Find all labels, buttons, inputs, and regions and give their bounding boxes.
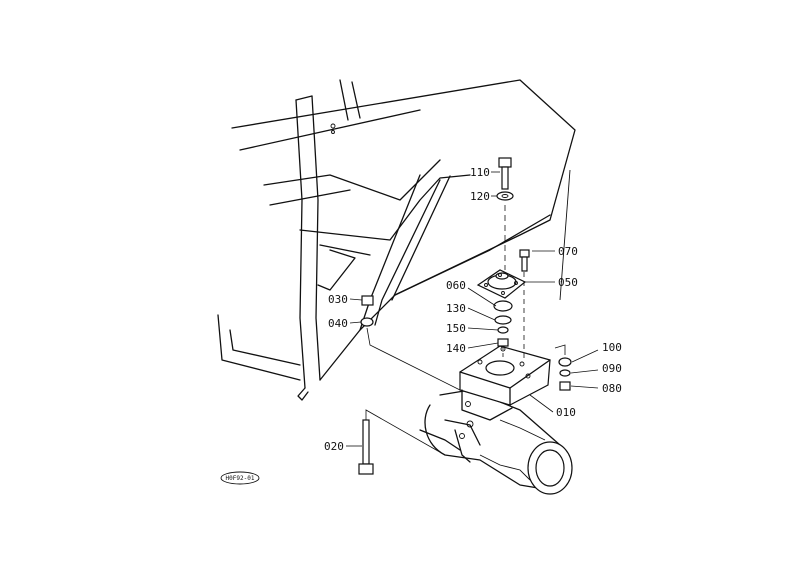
bolt-070 [519, 249, 530, 360]
part-label-140: 140 [446, 342, 466, 355]
rubber-mount-050 [476, 269, 527, 299]
part-label-110: 110 [470, 166, 490, 179]
part-label-100: 100 [602, 341, 622, 354]
part-label-120: 120 [470, 190, 490, 203]
part-label-150: 150 [446, 322, 466, 335]
nut-030-washer-040 [360, 295, 461, 391]
axle-housing [419, 389, 573, 495]
part-label-130: 130 [446, 302, 466, 315]
part-label-020: 020 [324, 440, 344, 453]
part-label-090: 090 [602, 362, 622, 375]
part-label-010: 010 [556, 406, 576, 419]
part-label-070: 070 [558, 245, 578, 258]
part-label-060: 060 [446, 279, 466, 292]
bolt-020 [358, 409, 446, 475]
washer-nut-right [554, 344, 572, 391]
figure-code-badge: H0F92-01 [220, 471, 260, 485]
figure-code: H0F92-01 [226, 475, 255, 482]
frame-outline [217, 79, 576, 401]
bracket-010 [459, 345, 551, 421]
bolt-110 [496, 157, 514, 270]
part-label-080: 080 [602, 382, 622, 395]
part-label-040: 040 [328, 317, 348, 330]
part-label-050: 050 [558, 276, 578, 289]
part-label-030: 030 [328, 293, 348, 306]
label-leaders [346, 171, 599, 447]
